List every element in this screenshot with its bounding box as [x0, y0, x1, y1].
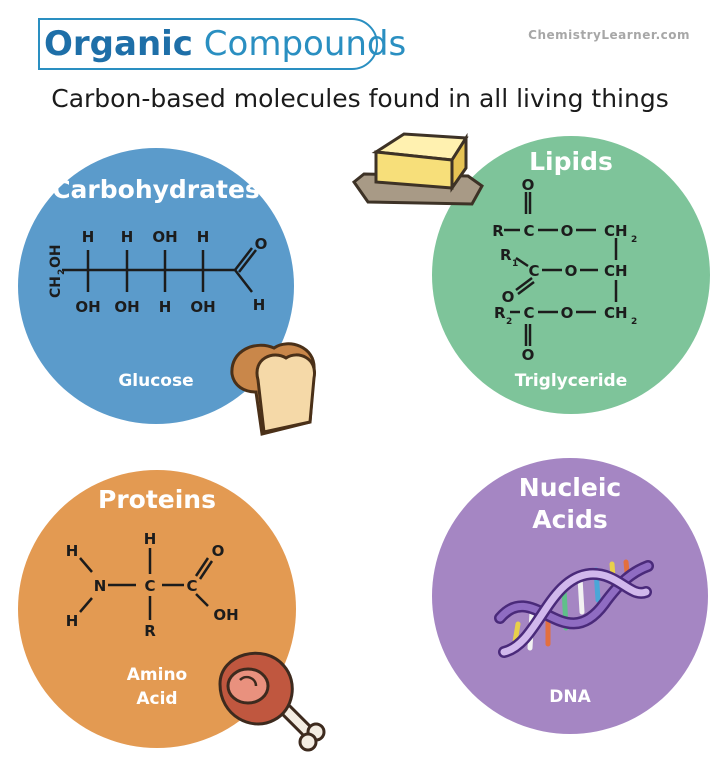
amino-atom-oh: OH: [213, 606, 238, 624]
glucose-atom-h: H: [121, 228, 134, 246]
lipid-atom-c: C: [523, 304, 534, 322]
meat-icon: [218, 651, 326, 752]
amino-atom-n: N: [94, 577, 107, 595]
triglyceride-structure: O R C O CH 2 R 1 C O CH O R 2 C O CH 2 O: [492, 178, 637, 364]
svg-text:CH: CH: [48, 276, 64, 298]
amino-acid-caption-line1: Amino: [126, 665, 188, 685]
amino-atom-h: H: [66, 542, 79, 560]
lipid-atom-ch: CH: [604, 304, 628, 322]
lipid-atom-c: C: [528, 262, 539, 280]
glucose-atom-oh: OH: [152, 228, 177, 246]
title-frame: [38, 18, 378, 70]
dna-caption: DNA: [549, 687, 591, 707]
lipid-atom-r: R: [492, 222, 504, 240]
brand-watermark: ChemistryLearner.com: [528, 28, 690, 42]
amino-atom-h: H: [144, 530, 157, 548]
bread-icon: [230, 342, 316, 436]
svg-text:OH: OH: [48, 244, 64, 268]
lipid-sub-1: 1: [512, 259, 518, 269]
lipid-atom-r: R: [500, 246, 512, 264]
nucleic-acids-circle: [432, 458, 708, 734]
glucose-structure: H H OH H OH OH H OH O H CH 2 OH: [48, 228, 268, 316]
proteins-label: Proteins: [98, 485, 216, 514]
glucose-atom-h: H: [197, 228, 210, 246]
glucose-caption: Glucose: [118, 371, 194, 391]
glucose-atom-h: H: [253, 296, 266, 314]
amino-atom-r: R: [144, 622, 156, 640]
lipids-label: Lipids: [529, 147, 613, 176]
page-title: Organic Compounds: [44, 22, 406, 66]
title-word-organic: Organic: [44, 24, 193, 64]
lipid-atom-ch: CH: [604, 262, 628, 280]
lipid-atom-o: O: [561, 222, 574, 240]
glucose-atom-h: H: [82, 228, 95, 246]
lipid-atom-o: O: [502, 288, 515, 306]
amino-atom-h: H: [66, 612, 79, 630]
lipid-sub-2: 2: [506, 317, 512, 327]
glucose-ch2oh-group: CH 2 OH: [48, 244, 67, 298]
lipid-atom-ch: CH: [604, 222, 628, 240]
lipid-atom-o: O: [561, 304, 574, 322]
glucose-atom-o: O: [255, 235, 268, 253]
carbohydrates-label: Carbohydrates: [52, 175, 260, 204]
amino-atom-o: O: [212, 542, 225, 560]
lipid-atom-o: O: [522, 178, 535, 194]
glucose-atom-oh: OH: [190, 298, 215, 316]
lipid-atom-c: C: [523, 222, 534, 240]
amino-acid-structure: H H N H C R C O OH: [66, 530, 239, 640]
glucose-atom-oh: OH: [114, 298, 139, 316]
title-word-compounds: Compounds: [203, 24, 407, 64]
glucose-atom-h: H: [159, 298, 172, 316]
subtitle: Carbon-based molecules found in all livi…: [51, 84, 669, 113]
lipid-sub-2: 2: [631, 317, 637, 327]
svg-text:2: 2: [57, 269, 67, 275]
lipid-atom-o: O: [565, 262, 578, 280]
dna-icon: [494, 559, 654, 658]
amino-atom-c: C: [186, 577, 197, 595]
lipid-atom-r: R: [494, 304, 506, 322]
lipid-sub-2: 2: [631, 235, 637, 245]
butter-icon: [351, 132, 484, 206]
amino-acid-caption-line2: Acid: [136, 689, 178, 709]
glucose-atom-oh: OH: [75, 298, 100, 316]
lipid-atom-o: O: [522, 346, 535, 364]
nucleic-acids-label-line2: Acids: [532, 505, 608, 534]
amino-atom-c: C: [144, 577, 155, 595]
nucleic-acids-label-line1: Nucleic: [518, 473, 622, 502]
triglyceride-caption: Triglyceride: [514, 371, 628, 391]
